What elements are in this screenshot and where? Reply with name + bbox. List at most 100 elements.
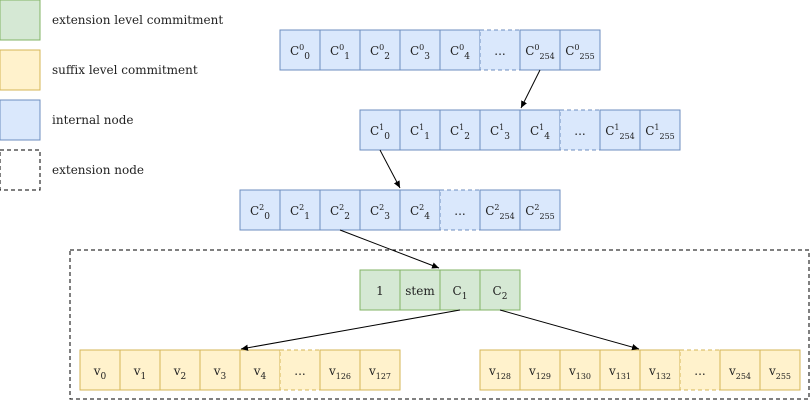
cell-v_high-4 [639, 349, 681, 391]
cell-label: v4 [253, 364, 267, 382]
cell-v_low-7 [359, 349, 401, 391]
cell-label: v128 [488, 364, 511, 381]
cell-c0-5 [479, 29, 521, 71]
cell-label: C14 [530, 123, 550, 142]
edge-c0-254-to-c1 [520, 69, 541, 109]
cell-label: C10 [370, 123, 390, 142]
legend-label: extension node [52, 163, 144, 177]
row-c1: C10 C11 C12 C13 C14... C1254 C1255 [359, 109, 681, 151]
cell-c2-7 [519, 189, 561, 231]
row-c2: C20 C21 C22 C23 C24... C2254 C2255 [239, 189, 561, 231]
cell-label: ... [294, 364, 305, 378]
cell-v_low-6 [319, 349, 361, 391]
row-v_high: v128 v129 v130 v131 v132... v254 v255 [479, 349, 801, 391]
cell-label: v3 [213, 364, 227, 382]
cell-c0-0 [279, 29, 321, 71]
cell-v_low-4 [239, 349, 281, 391]
cell-label: v126 [328, 364, 351, 381]
cell-label: ... [494, 44, 505, 58]
extension-node-boundary [69, 249, 810, 400]
cell-label: ... [574, 124, 585, 138]
cell-label: C1 [453, 284, 468, 302]
legend-swatch-dashed [0, 149, 41, 191]
cell-v_high-3 [599, 349, 641, 391]
cell-label: v0 [93, 364, 107, 382]
cell-label: C23 [370, 203, 390, 222]
cell-c0-4 [439, 29, 481, 71]
cell-label: C22 [330, 203, 350, 222]
cell-v_high-5 [679, 349, 721, 391]
cell-label: v2 [173, 364, 187, 382]
cell-c1-5 [559, 109, 601, 151]
edge-c1-to-suffix-low [240, 309, 461, 351]
legend-swatch-blue [0, 99, 41, 141]
edges [240, 69, 640, 351]
cell-c0-1 [319, 29, 361, 71]
edge-c1-0-to-c2 [379, 149, 401, 189]
cell-c1-1 [399, 109, 441, 151]
cell-c2-0 [239, 189, 281, 231]
cell-label: C03 [410, 43, 430, 62]
cell-label: v129 [528, 364, 551, 381]
cell-v_high-6 [719, 349, 761, 391]
edge-c2-2-to-extension [339, 229, 440, 269]
cell-label: C21 [290, 203, 310, 222]
cell-v_high-1 [519, 349, 561, 391]
legend-label: extension level commitment [52, 13, 223, 27]
cell-label: C1254 [605, 123, 635, 141]
cell-label: v130 [568, 364, 591, 381]
cell-label: C2255 [525, 203, 555, 221]
cell-label: C12 [450, 123, 470, 142]
cell-label: C0254 [525, 43, 555, 61]
legend-label: internal node [52, 113, 134, 127]
cell-label: C0255 [565, 43, 595, 61]
cell-v_low-1 [119, 349, 161, 391]
cell-c2-2 [319, 189, 361, 231]
cell-label: C2254 [485, 203, 515, 221]
cell-label: v132 [648, 364, 671, 381]
cell-c1-6 [599, 109, 641, 151]
cell-label: v254 [728, 364, 751, 381]
cell-label: C02 [370, 43, 390, 62]
cell-c2-1 [279, 189, 321, 231]
cell-label: v1 [133, 364, 147, 382]
cell-c2-6 [479, 189, 521, 231]
cell-label: 1 [376, 284, 384, 298]
cell-label: C20 [250, 203, 270, 222]
cell-label: C24 [410, 203, 430, 222]
legend-swatch-green [0, 0, 41, 41]
cell-label: v131 [608, 364, 631, 381]
cell-label: C01 [330, 43, 350, 62]
cell-label: C2 [493, 284, 508, 302]
edge-c2-to-suffix-high [499, 309, 640, 351]
cell-c0-2 [359, 29, 401, 71]
row-ext: 1 stem C1 C2 [359, 269, 521, 311]
cell-v_high-2 [559, 349, 601, 391]
legend-label: suffix level commitment [52, 63, 198, 77]
cell-label: C1255 [645, 123, 675, 141]
cell-label: C13 [490, 123, 510, 142]
cell-label: stem [405, 284, 435, 298]
cell-label: v255 [768, 364, 791, 381]
cell-label: ... [694, 364, 705, 378]
row-v_low: v0 v1 v2 v3 v4... v126 v127 [79, 349, 401, 391]
cell-label: ... [454, 204, 465, 218]
cell-c0-7 [559, 29, 601, 71]
cell-label: C00 [290, 43, 310, 62]
cell-v_low-3 [199, 349, 241, 391]
legend-swatch-yellow [0, 49, 41, 91]
cell-v_low-0 [79, 349, 121, 391]
legend: extension level commitment suffix level c… [0, 0, 223, 191]
cell-label: C11 [410, 123, 430, 142]
cell-v_high-0 [479, 349, 521, 391]
cell-c1-4 [519, 109, 561, 151]
cell-label: v127 [368, 364, 391, 381]
cell-v_high-7 [759, 349, 801, 391]
cell-v_low-5 [279, 349, 321, 391]
cell-ext-0 [359, 269, 401, 311]
cell-c1-3 [479, 109, 521, 151]
cell-v_low-2 [159, 349, 201, 391]
